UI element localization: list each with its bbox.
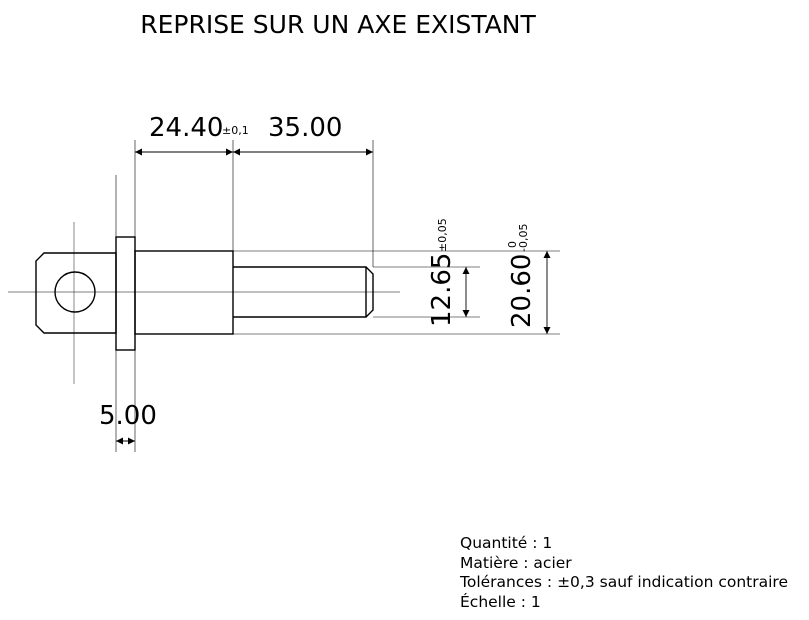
main-body — [134, 250, 234, 335]
note-scale: Échelle : 1 — [460, 592, 541, 611]
notes-block: Quantité : 1 Matière : acier Tolérances … — [460, 534, 788, 612]
extension-lines — [115, 140, 560, 452]
eye-hole — [54, 271, 96, 313]
dimension-lines — [116, 148, 551, 445]
part-outline — [35, 236, 374, 351]
dim-20-60-tol-lower: -0,05 — [517, 224, 530, 252]
dim-20-60-tol-upper: 0 — [506, 241, 519, 248]
dim-12-65-tolerance: ±0,05 — [436, 218, 449, 252]
dim-24-40-tolerance: ±0,1 — [222, 124, 249, 137]
dim-24-40-value: 24.40 — [149, 113, 223, 143]
dim-20-60-value: 20.60 — [507, 254, 537, 328]
dim-5-00-value: 5.00 — [99, 401, 157, 431]
dim-35-00-value: 35.00 — [268, 113, 342, 143]
pin — [233, 266, 374, 318]
dim-12-65-group: 12.65 ±0,05 — [427, 218, 457, 327]
center-lines — [8, 222, 400, 384]
dim-12-65-value: 12.65 — [427, 253, 457, 327]
drawing-title: REPRISE SUR UN AXE EXISTANT — [140, 10, 536, 39]
note-tolerances: Tolérances : ±0,3 sauf indication contra… — [460, 573, 788, 591]
dim-20-60-group: 20.60 0 -0,05 — [506, 224, 537, 328]
note-material: Matière : acier — [460, 553, 572, 572]
eye-tab — [35, 252, 117, 334]
flange — [115, 236, 136, 351]
note-quantity: Quantité : 1 — [460, 534, 553, 552]
